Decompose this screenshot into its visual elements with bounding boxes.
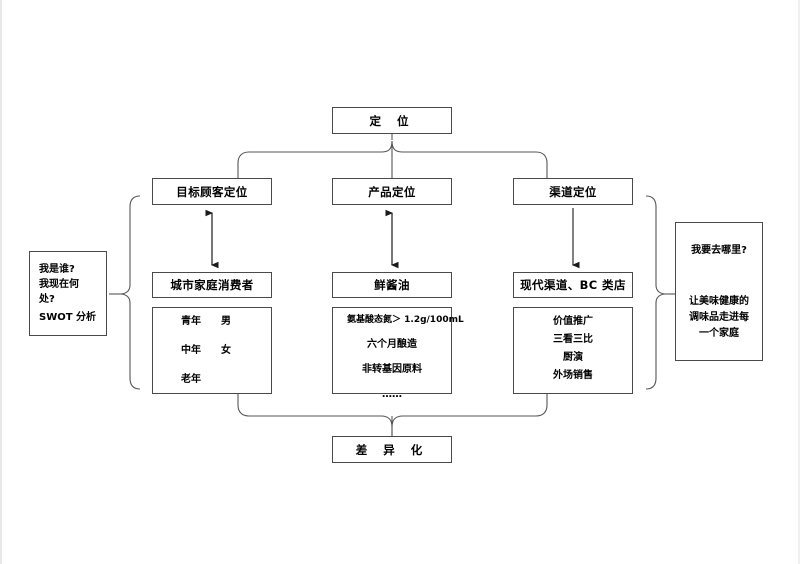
column-heading-product-label: 产品定位 xyxy=(368,184,416,199)
positioning-title-label: 定 位 xyxy=(369,113,415,128)
column-heading-target-label: 目标顾客定位 xyxy=(176,184,248,199)
column-value-channel[interactable]: 现代渠道、BC 类店 xyxy=(513,272,633,298)
swot-question-line: 处? xyxy=(39,294,55,305)
swot-question-line: 我是谁? xyxy=(39,264,75,275)
column-heading-channel-label: 渠道定位 xyxy=(549,184,597,199)
vision-statement-line: 调味品走进每 xyxy=(689,312,749,323)
top-brace-connector xyxy=(237,134,548,178)
detail-item: 青年 男 xyxy=(181,316,231,327)
column-heading-product[interactable]: 产品定位 xyxy=(332,178,452,205)
column-value-channel-label: 现代渠道、BC 类店 xyxy=(520,278,626,292)
column-value-product-label: 鲜酱油 xyxy=(374,278,410,292)
column-value-target[interactable]: 城市家庭消费者 xyxy=(152,272,272,298)
positioning-title-box[interactable]: 定 位 xyxy=(332,107,452,134)
column-details-product[interactable]: 氨基酸态氮＞ 1.2g/100mL 六个月酿造 非转基因原料 …… xyxy=(332,307,464,400)
vision-question-label: 我要去哪里? xyxy=(691,245,747,256)
column-heading-target[interactable]: 目标顾客定位 xyxy=(152,178,272,205)
detail-item: 厨演 xyxy=(563,352,583,363)
detail-item: …… xyxy=(382,389,402,400)
vision-statement-line: 一个家庭 xyxy=(699,328,739,339)
right-brace-connector xyxy=(645,195,675,390)
detail-item: 非转基因原料 xyxy=(362,364,422,375)
detail-item: 老年 xyxy=(181,374,201,385)
swot-analysis-label: SWOT 分析 xyxy=(39,312,97,323)
column-value-target-label: 城市家庭消费者 xyxy=(170,278,254,292)
detail-item: 三看三比 xyxy=(553,334,593,345)
column-value-product[interactable]: 鲜酱油 xyxy=(332,272,452,298)
bottom-brace-connector xyxy=(237,394,548,436)
column-details-channel[interactable]: 价值推广 三看三比 厨演 外场销售 xyxy=(513,307,633,394)
left-brace-connector xyxy=(109,195,141,390)
detail-item: 价值推广 xyxy=(553,316,593,327)
vision-statement-line: 让美味健康的 xyxy=(689,296,749,307)
column-heading-channel[interactable]: 渠道定位 xyxy=(513,178,633,205)
swot-question-line: 我现在何 xyxy=(39,279,79,290)
differentiation-box[interactable]: 差 异 化 xyxy=(332,436,452,463)
differentiation-label: 差 异 化 xyxy=(355,442,429,457)
detail-item: 氨基酸态氮＞ 1.2g/100mL xyxy=(347,315,464,325)
detail-item: 六个月酿造 xyxy=(367,339,417,350)
vision-box[interactable]: 我要去哪里? 让美味健康的 调味品走进每 一个家庭 xyxy=(675,222,763,361)
column-details-target[interactable]: 青年 男 中年 女 老年 xyxy=(152,307,272,394)
swot-question-box[interactable]: 我是谁? 我现在何 处? SWOT 分析 xyxy=(29,251,107,336)
detail-item: 中年 女 xyxy=(181,345,231,356)
detail-item: 外场销售 xyxy=(553,370,593,381)
